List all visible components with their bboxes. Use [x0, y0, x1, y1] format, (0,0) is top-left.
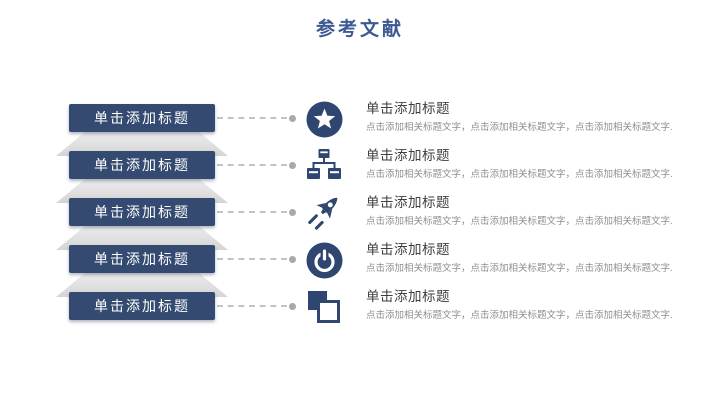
dotted-connector: [217, 164, 287, 166]
row-body[interactable]: 点击添加相关标题文字，点击添加相关标题文字，点击添加相关标题文字.: [366, 263, 673, 274]
dotted-connector: [217, 305, 287, 307]
row-body[interactable]: 点击添加相关标题文字，点击添加相关标题文字，点击添加相关标题文字.: [366, 122, 673, 133]
connector-dot: [289, 256, 296, 263]
connector-dot: [289, 162, 296, 169]
row-text-block: 单击添加标题 点击添加相关标题文字，点击添加相关标题文字，点击添加相关标题文字.: [366, 194, 696, 228]
list-item: 单击添加标题 单击添加标题 点击添加相关标题文字，点击添加相关标题文字，点击添加…: [0, 101, 720, 156]
list-item: 单击添加标题 单击添加标题 点击添加相关标题文字，点击添加相关标题文字，点击添加…: [0, 242, 720, 297]
power-icon: [305, 241, 343, 279]
row-text-block: 单击添加标题 点击添加相关标题文字，点击添加相关标题文字，点击添加相关标题文字.: [366, 147, 696, 181]
title-bar-placeholder[interactable]: 单击添加标题: [69, 245, 215, 273]
list-item: 单击添加标题 单击添加标题 点击添加相关标题文字，点击添加相关标题文字，点击添加…: [0, 148, 720, 203]
title-bar-label: 单击添加标题: [94, 110, 190, 126]
row-body[interactable]: 点击添加相关标题文字，点击添加相关标题文字，点击添加相关标题文字.: [366, 310, 673, 321]
dotted-connector: [217, 211, 287, 213]
overlapping-squares-icon: [305, 288, 343, 326]
title-bar-placeholder[interactable]: 单击添加标题: [69, 151, 215, 179]
row-text-block: 单击添加标题 点击添加相关标题文字，点击添加相关标题文字，点击添加相关标题文字.: [366, 100, 696, 134]
title-bar-label: 单击添加标题: [94, 204, 190, 220]
star-circle-icon: [305, 100, 343, 138]
title-bar-placeholder[interactable]: 单击添加标题: [69, 292, 215, 320]
connector-dot: [289, 209, 296, 216]
connector-dot: [289, 115, 296, 122]
rocket-icon: [305, 194, 343, 232]
row-body[interactable]: 点击添加相关标题文字，点击添加相关标题文字，点击添加相关标题文字.: [366, 216, 673, 227]
title-bar-placeholder[interactable]: 单击添加标题: [69, 104, 215, 132]
dotted-connector: [217, 117, 287, 119]
row-heading[interactable]: 单击添加标题: [366, 242, 450, 257]
title-bar-label: 单击添加标题: [94, 251, 190, 267]
row-heading[interactable]: 单击添加标题: [366, 101, 450, 116]
org-chart-icon: [305, 147, 343, 185]
title-bar-label: 单击添加标题: [94, 157, 190, 173]
dotted-connector: [217, 258, 287, 260]
list-item: 单击添加标题 单击添加标题 点击添加相关标题文字，点击添加相关标题文字，点击添加…: [0, 195, 720, 250]
row-heading[interactable]: 单击添加标题: [366, 289, 450, 304]
title-bar-placeholder[interactable]: 单击添加标题: [69, 198, 215, 226]
list-item: 单击添加标题 单击添加标题 点击添加相关标题文字，点击添加相关标题文字，点击添加…: [0, 289, 720, 339]
connector-dot: [289, 303, 296, 310]
slide-title[interactable]: 参考文献: [315, 19, 404, 40]
row-heading[interactable]: 单击添加标题: [366, 148, 450, 163]
row-heading[interactable]: 单击添加标题: [366, 195, 450, 210]
row-text-block: 单击添加标题 点击添加相关标题文字，点击添加相关标题文字，点击添加相关标题文字.: [366, 288, 696, 322]
row-text-block: 单击添加标题 点击添加相关标题文字，点击添加相关标题文字，点击添加相关标题文字.: [366, 241, 696, 275]
row-body[interactable]: 点击添加相关标题文字，点击添加相关标题文字，点击添加相关标题文字.: [366, 169, 673, 180]
title-bar-label: 单击添加标题: [94, 298, 190, 314]
